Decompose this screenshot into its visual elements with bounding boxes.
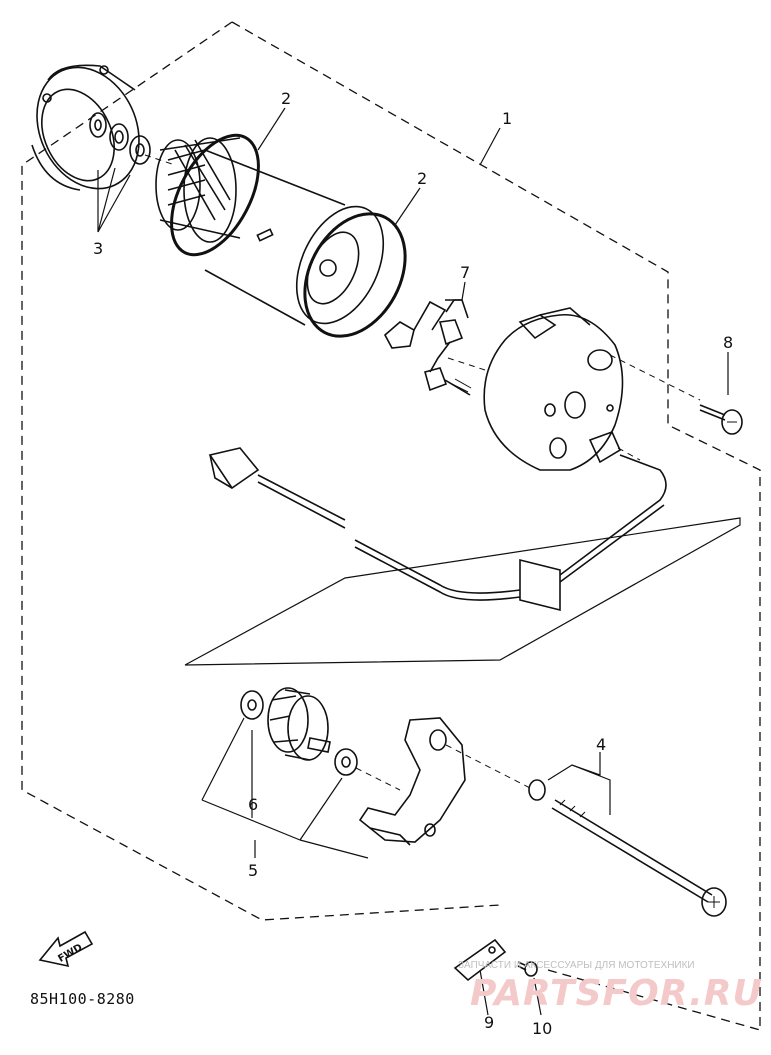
front-cover bbox=[483, 307, 624, 471]
gear-washer-1-hole bbox=[247, 699, 257, 711]
idler-gear bbox=[267, 687, 331, 761]
callout-9: 9 bbox=[484, 1013, 494, 1032]
end-cover bbox=[31, 64, 140, 191]
gear-washer-1 bbox=[240, 690, 264, 720]
callout-5: 5 bbox=[248, 861, 258, 880]
alignment-lines bbox=[144, 154, 701, 791]
o-ring-rear bbox=[303, 212, 407, 338]
callout-2b: 2 bbox=[417, 169, 427, 188]
callout-labels: 1 2 2 3 4 5 6 7 8 9 10 bbox=[93, 89, 733, 1038]
washers bbox=[89, 112, 151, 165]
armature bbox=[155, 137, 241, 243]
gear-washer-2-hole bbox=[341, 756, 351, 768]
lead-wire bbox=[208, 447, 667, 612]
callout-6: 6 bbox=[248, 795, 258, 814]
leader-lines bbox=[97, 107, 729, 1016]
o-ring-front bbox=[170, 133, 260, 257]
gear-cover-bracket bbox=[358, 717, 466, 846]
yoke-housing bbox=[204, 149, 385, 326]
watermark-logo: PARTSFOR.RU bbox=[470, 973, 763, 1014]
callout-7: 7 bbox=[460, 263, 470, 282]
watermark-tagline: ЗАПЧАСТИ И АКСЕССУАРЫ ДЛЯ МОТОТЕХНИКИ bbox=[458, 960, 695, 971]
brush-set bbox=[383, 299, 472, 396]
callout-2a: 2 bbox=[281, 89, 291, 108]
drawing-code: 85H100-8280 bbox=[30, 990, 135, 1008]
callout-1: 1 bbox=[502, 109, 512, 128]
assembly-boundary bbox=[21, 21, 761, 1031]
callout-8: 8 bbox=[723, 333, 733, 352]
small-screw bbox=[517, 961, 538, 977]
callout-4: 4 bbox=[596, 735, 606, 754]
callout-10: 10 bbox=[532, 1019, 552, 1038]
through-bolt bbox=[528, 779, 727, 917]
callout-3: 3 bbox=[93, 239, 103, 258]
gear-washer-2 bbox=[334, 748, 358, 776]
plate bbox=[453, 938, 507, 982]
screw bbox=[699, 404, 743, 435]
lead-wire-outline bbox=[184, 517, 741, 666]
forward-arrow-icon bbox=[38, 930, 94, 968]
